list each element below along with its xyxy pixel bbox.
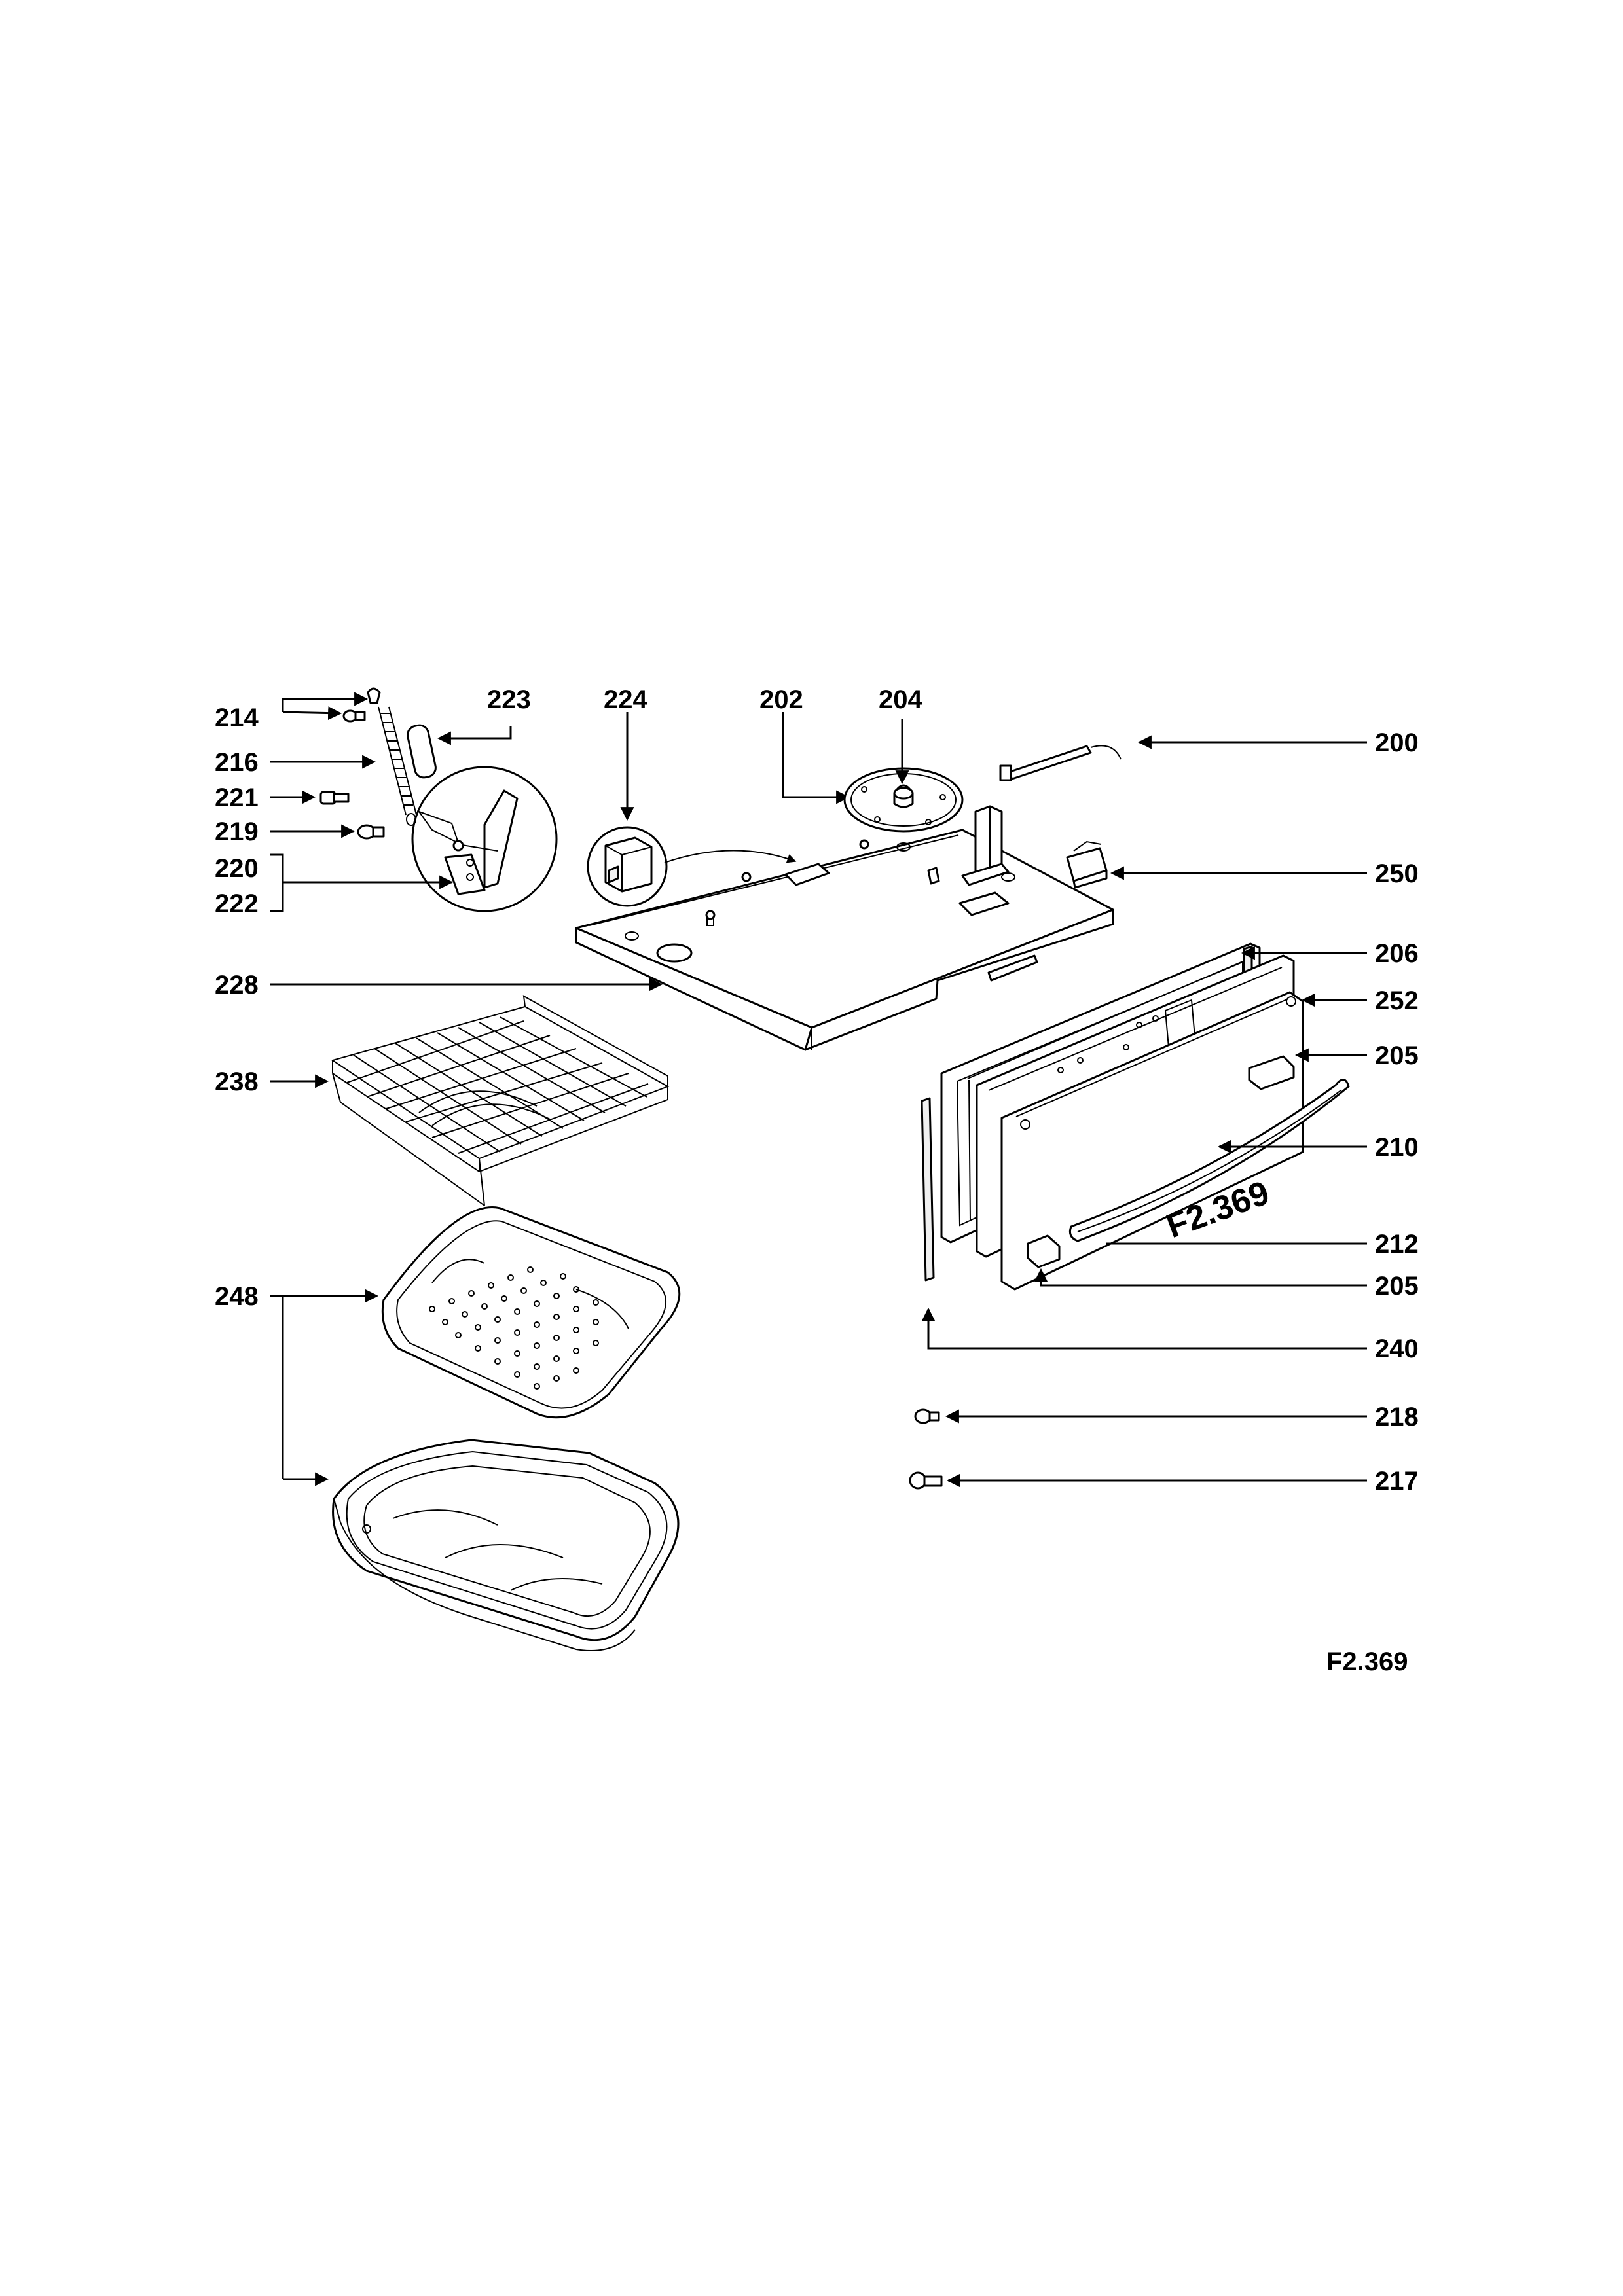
callout-210: 210	[1375, 1133, 1419, 1162]
callout-218: 218	[1375, 1403, 1419, 1431]
callout-206: 206	[1375, 939, 1419, 968]
callout-214: 214	[215, 704, 259, 732]
callout-labels: 214 223 224 202 204 200 216 221 219 220 …	[215, 685, 1419, 1496]
callout-216: 216	[215, 748, 259, 777]
callout-220: 220	[215, 854, 259, 883]
callout-248: 248	[215, 1282, 259, 1311]
callout-217: 217	[1375, 1467, 1419, 1496]
callout-223: 223	[487, 685, 531, 714]
door-assembly: F2.369	[921, 942, 1350, 1291]
callout-250: 250	[1375, 859, 1419, 888]
callout-204: 204	[879, 685, 922, 714]
callout-238: 238	[215, 1067, 259, 1096]
callout-205-top: 205	[1375, 1041, 1419, 1070]
screw-218	[914, 1408, 1367, 1424]
callout-221: 221	[215, 783, 259, 812]
callout-200: 200	[1375, 728, 1419, 757]
callout-240: 240	[1375, 1335, 1419, 1363]
callout-202: 202	[759, 685, 803, 714]
callout-219: 219	[215, 817, 259, 846]
figure-code: F2.369	[1326, 1647, 1408, 1676]
hinge-assembly	[270, 687, 558, 912]
switch-250	[1066, 840, 1367, 889]
screw-217	[909, 1471, 1367, 1490]
tray-perforations	[429, 1266, 599, 1390]
roasting-pan-248	[332, 1439, 680, 1651]
callout-224: 224	[604, 685, 647, 714]
callout-252: 252	[1375, 986, 1419, 1015]
callout-212: 212	[1375, 1230, 1419, 1259]
callout-205-bottom: 205	[1375, 1272, 1419, 1300]
spring-216	[378, 706, 417, 826]
wire-rack-238	[331, 995, 670, 1206]
relay-224	[587, 712, 797, 907]
round-plate-202	[782, 712, 964, 833]
sensor-200	[999, 735, 1367, 781]
base-plate-228	[575, 805, 1114, 1051]
callout-228: 228	[215, 971, 259, 999]
perforated-tray-248	[381, 1206, 681, 1419]
callout-222: 222	[215, 889, 259, 918]
